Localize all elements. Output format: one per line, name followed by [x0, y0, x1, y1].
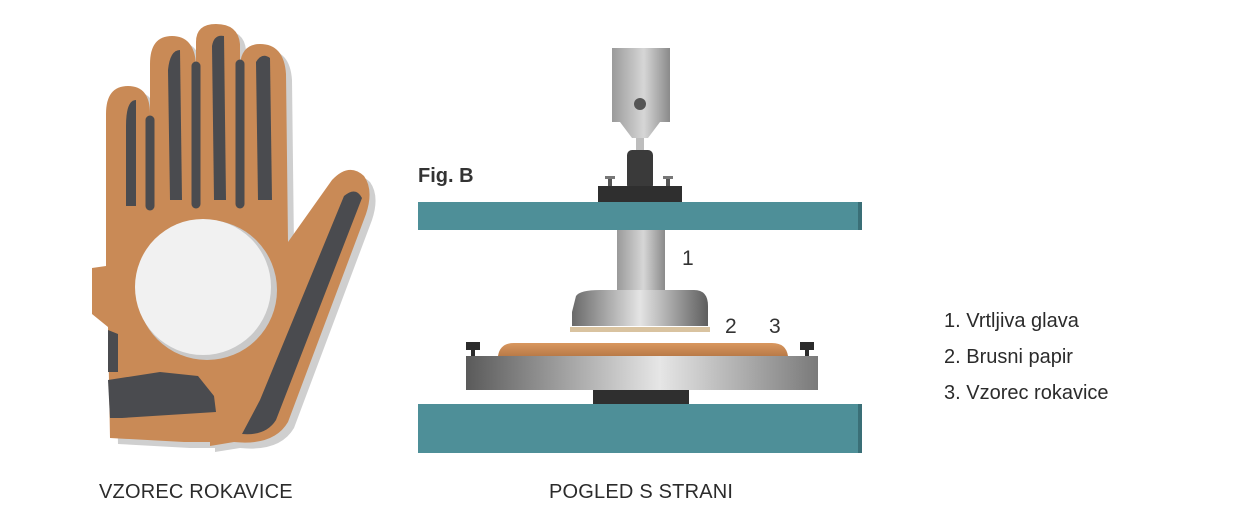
glove-sample-layer	[498, 343, 788, 356]
mount-screw	[608, 178, 612, 186]
right-clamp-post	[805, 350, 809, 358]
callout-2: 2	[725, 315, 737, 338]
upper-plate-edge	[858, 202, 862, 230]
glove-caption: VZOREC ROKAVICE	[99, 481, 293, 503]
mount-screw-head	[663, 176, 673, 179]
abrasion-machine	[418, 48, 862, 453]
callout-1: 1	[682, 247, 694, 270]
spindle	[636, 138, 644, 152]
right-clamp	[800, 342, 814, 350]
sandpaper-strip	[570, 327, 710, 332]
spindle-chuck	[627, 150, 653, 190]
rotating-head-shaft	[617, 230, 665, 290]
left-clamp	[466, 342, 480, 350]
left-clamp-post	[471, 350, 475, 358]
chuck-mount	[598, 186, 682, 202]
mount-screw-head	[605, 176, 615, 179]
legend-item: 2. Brusni papir	[944, 346, 1073, 368]
rotating-head	[572, 290, 708, 326]
legend-item: 3. Vzorec rokavice	[944, 382, 1109, 404]
upper-plate	[418, 202, 862, 230]
glove-illustration	[92, 24, 376, 452]
motor-housing	[612, 48, 670, 138]
legend-list: 1. Vrtljiva glava 2. Brusni papir 3. Vzo…	[944, 308, 1109, 416]
sample-base	[466, 356, 818, 390]
finger-panel	[168, 50, 182, 200]
wrist-panel-left	[108, 330, 118, 372]
lower-plate-edge	[858, 404, 862, 453]
motor-bolt-icon	[634, 98, 646, 110]
callout-3: 3	[769, 315, 781, 338]
legend-item: 1. Vrtljiva glava	[944, 310, 1079, 332]
lower-plate	[418, 404, 862, 453]
figure-label: Fig. B	[418, 165, 474, 187]
thumb-trim	[242, 191, 362, 435]
side-view-caption: POGLED S STRANI	[549, 481, 734, 503]
finger-panel	[212, 35, 226, 200]
mount-screw	[666, 178, 670, 186]
glove-sample-circle	[135, 219, 271, 355]
finger-panel	[256, 55, 272, 200]
wrist-panel	[108, 372, 216, 418]
base-pedestal	[593, 390, 689, 404]
finger-panel	[126, 100, 136, 206]
